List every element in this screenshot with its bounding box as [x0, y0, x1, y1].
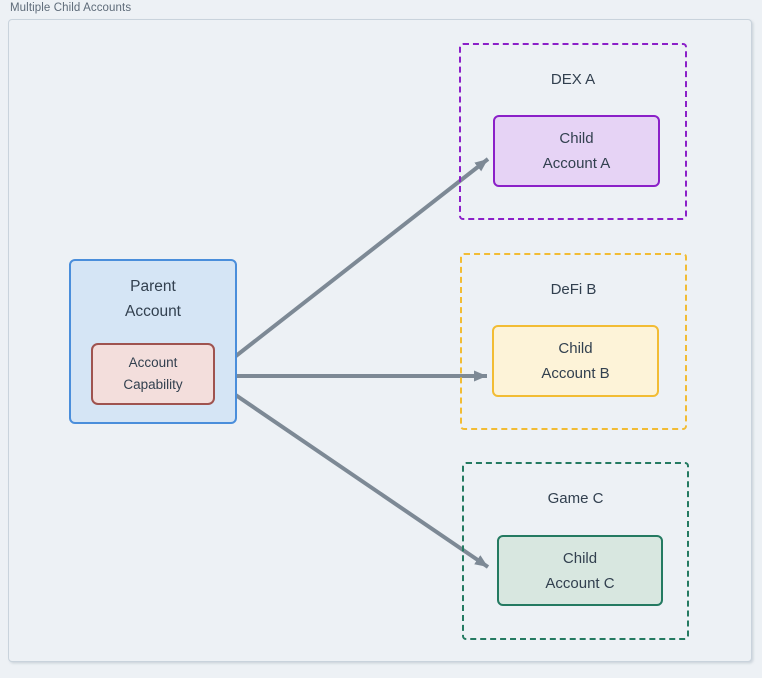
parent-account-label-line1: Parent	[130, 278, 176, 295]
zone-defi-b: DeFi B Child Account B	[460, 253, 687, 430]
child-account-a-box: Child Account A	[493, 115, 660, 187]
diagram-title: Multiple Child Accounts	[10, 2, 132, 14]
zone-game-c: Game C Child Account C	[462, 462, 689, 640]
zone-dex-a-label: DEX A	[550, 71, 596, 88]
account-capability-label-line1: Account	[128, 355, 178, 370]
child-account-b-label-line1: Child	[558, 340, 593, 357]
child-account-b-label-line2: Account B	[541, 365, 610, 382]
parent-account-label-line2: Account	[124, 303, 181, 320]
child-account-a-label-line1: Child	[559, 130, 594, 147]
child-account-b-box: Child Account B	[492, 325, 659, 397]
account-capability-box: Account Capability	[91, 343, 215, 405]
child-account-c-label-line1: Child	[562, 549, 598, 567]
child-account-c-label-line2: Account C	[545, 574, 615, 592]
child-account-c-box: Child Account C	[497, 535, 663, 606]
account-capability-label: Account Capability	[123, 352, 182, 396]
child-account-a-label-line2: Account A	[542, 155, 611, 172]
account-capability-label-line2: Capability	[123, 377, 183, 392]
parent-account-box: Parent Account Account Capability	[69, 259, 237, 424]
parent-account-label: Parent Account	[125, 274, 181, 324]
zone-game-c-label: Game C	[547, 490, 604, 507]
zone-dex-a: DEX A Child Account A	[459, 43, 687, 220]
zone-defi-b-label: DeFi B	[550, 281, 597, 298]
